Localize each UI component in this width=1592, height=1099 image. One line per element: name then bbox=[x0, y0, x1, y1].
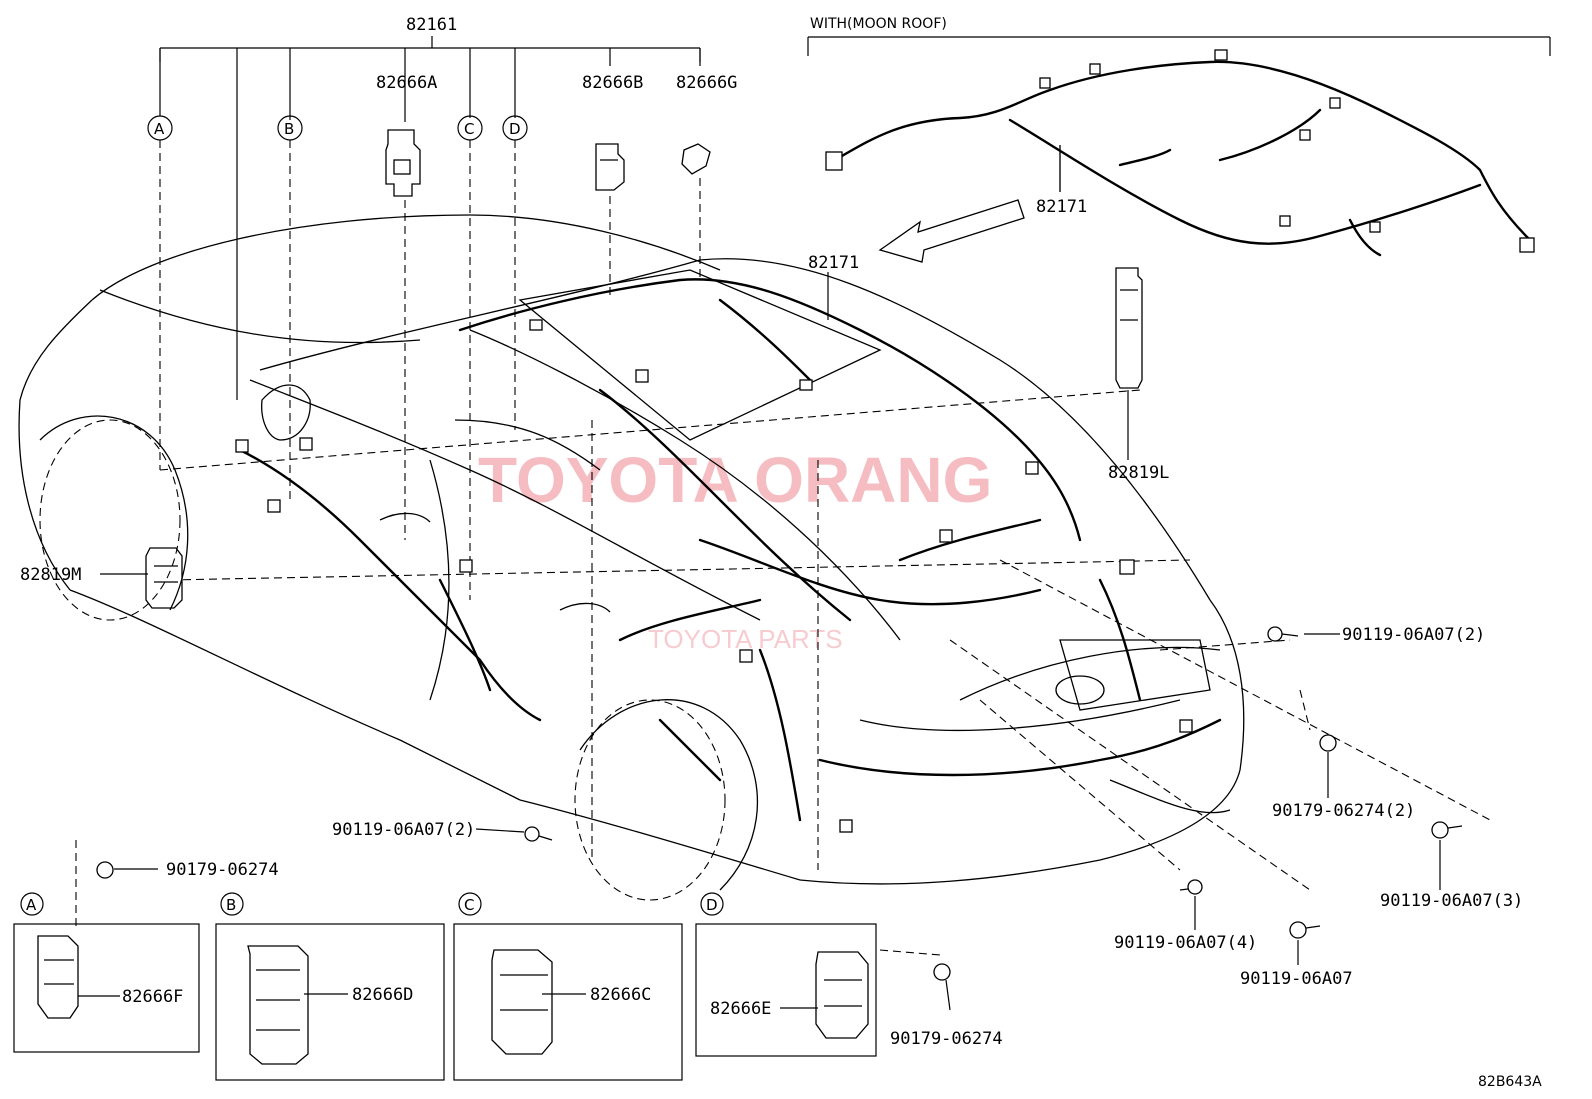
connector-82819L bbox=[1115, 267, 1143, 460]
car-body bbox=[18, 214, 1245, 901]
inset-D: D bbox=[695, 892, 877, 1057]
leader-lines bbox=[75, 140, 1491, 956]
label-bolt-center-left: 90119-06A07(2) bbox=[332, 820, 475, 840]
label-82819L: 82819L bbox=[1108, 463, 1169, 483]
moonroof-harness bbox=[825, 49, 1535, 257]
label-82161: 82161 bbox=[406, 15, 457, 35]
svg-text:B: B bbox=[226, 896, 236, 914]
main-harness-bracket bbox=[159, 36, 701, 400]
connector-82819M bbox=[100, 547, 183, 609]
main-harness bbox=[235, 278, 1222, 833]
label-82666F: 82666F bbox=[122, 987, 183, 1007]
label-82666A: 82666A bbox=[376, 73, 437, 93]
label-82171-moonroof: 82171 bbox=[1036, 197, 1087, 217]
svg-text:C: C bbox=[464, 896, 474, 914]
inset-C: C bbox=[453, 892, 683, 1081]
moonroof-bracket bbox=[807, 36, 1551, 56]
label-nut-right-1: 90179-06274(2) bbox=[1272, 801, 1415, 821]
diagram-code: 82B643A bbox=[1478, 1074, 1542, 1090]
watermark-brand: TOYOTA ORANG bbox=[478, 444, 992, 516]
svg-text:D: D bbox=[706, 896, 718, 914]
label-nut-inset-A: 90179-06274 bbox=[166, 860, 279, 880]
svg-text:B: B bbox=[284, 120, 294, 138]
callout-A: A bbox=[147, 115, 173, 141]
label-bolt-right-3: 90119-06A07(3) bbox=[1380, 891, 1523, 911]
label-82666B: 82666B bbox=[582, 73, 643, 93]
direction-arrow bbox=[878, 199, 1025, 263]
callout-B: B bbox=[277, 115, 303, 141]
svg-text:D: D bbox=[509, 120, 521, 138]
relay-block-82666A bbox=[385, 129, 421, 197]
svg-text:A: A bbox=[26, 896, 37, 914]
relay-block-82666B bbox=[595, 143, 625, 191]
label-82819M: 82819M bbox=[20, 565, 81, 585]
nut-right-1 bbox=[1319, 734, 1337, 798]
label-82666C: 82666C bbox=[590, 985, 651, 1005]
label-bolt-center-4: 90119-06A07(4) bbox=[1114, 933, 1257, 953]
nut-inset-D bbox=[933, 963, 951, 1011]
label-82666G: 82666G bbox=[676, 73, 737, 93]
label-nut-inset-D: 90179-06274 bbox=[890, 1029, 1003, 1049]
label-82666D: 82666D bbox=[352, 985, 413, 1005]
moonroof-caption: WITH(MOON ROOF) bbox=[810, 16, 947, 32]
inset-A: A bbox=[13, 892, 200, 1053]
bolt-center-4 bbox=[1179, 879, 1203, 930]
bolt-right-upper bbox=[1267, 626, 1340, 642]
label-bolt-lower-right: 90119-06A07 bbox=[1240, 969, 1353, 989]
bolt-center-left bbox=[475, 826, 553, 842]
callout-C: C bbox=[457, 115, 483, 141]
clip-82666G bbox=[681, 143, 711, 175]
bolt-lower-right bbox=[1289, 921, 1321, 965]
label-82171: 82171 bbox=[808, 253, 859, 273]
svg-text:C: C bbox=[464, 120, 474, 138]
callout-D: D bbox=[502, 115, 528, 141]
watermark-parts: TOYOTA PARTS bbox=[648, 624, 843, 654]
label-82666E: 82666E bbox=[710, 999, 771, 1019]
inset-B: B bbox=[215, 892, 445, 1081]
nut-inset-A bbox=[96, 861, 158, 879]
svg-text:A: A bbox=[154, 120, 165, 138]
bolt-right-3 bbox=[1431, 821, 1463, 890]
label-bolt-right-upper: 90119-06A07(2) bbox=[1342, 625, 1485, 645]
